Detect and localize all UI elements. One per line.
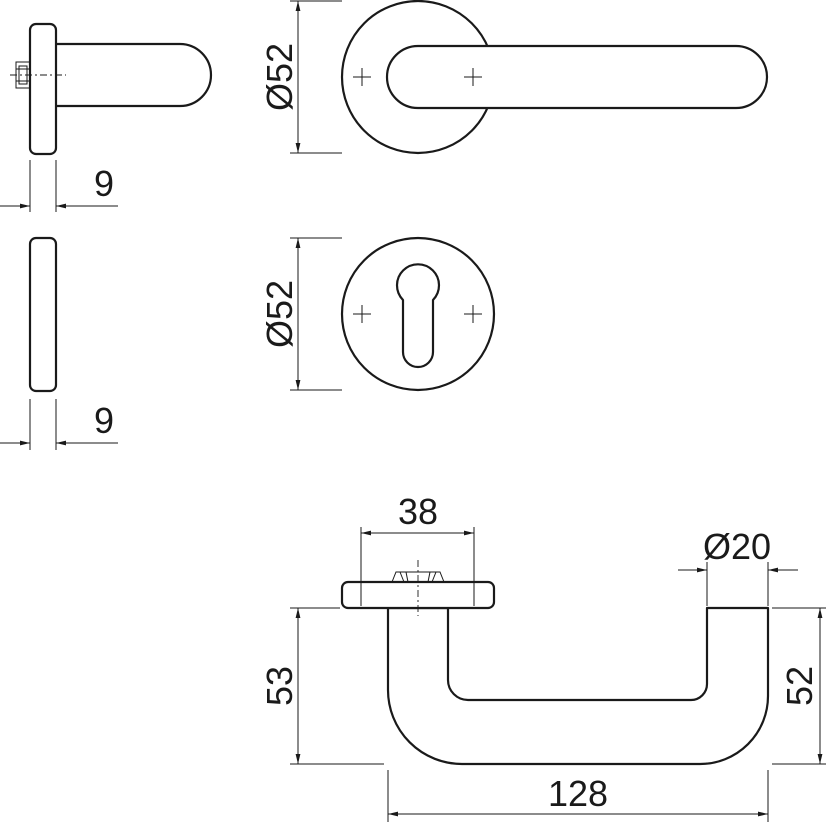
dim-side-rose-thickness: 9 bbox=[0, 160, 118, 212]
top-view-lever bbox=[340, 560, 770, 766]
dim-handle-height-label: 53 bbox=[259, 666, 300, 706]
dim-grip-diameter: Ø20 bbox=[678, 526, 798, 606]
dim-handle-length: 128 bbox=[387, 770, 769, 822]
front-view-escutcheon bbox=[340, 236, 496, 392]
dim-side-escutcheon-thickness: 9 bbox=[0, 399, 118, 450]
dim-side-escutcheon-thickness-label: 9 bbox=[94, 400, 114, 441]
cylinder-keyhole bbox=[395, 263, 441, 369]
dim-handle-leg-height-label: 52 bbox=[779, 666, 820, 706]
lever-u-body bbox=[386, 606, 770, 766]
dim-rose-diameter-label: Ø52 bbox=[259, 43, 300, 111]
front-escutcheon-screw-right bbox=[464, 305, 482, 323]
dim-grip-diameter-label: Ø20 bbox=[703, 526, 771, 567]
dim-rose-diameter: Ø52 bbox=[259, 0, 342, 154]
side-rose-plate bbox=[28, 22, 58, 156]
dim-rose-spacing: 38 bbox=[360, 491, 475, 606]
dim-side-rose-thickness-label: 9 bbox=[94, 163, 114, 204]
front-escutcheon-screw-left bbox=[353, 305, 371, 323]
side-escutcheon-plate bbox=[28, 236, 58, 393]
side-view-escutcheon bbox=[28, 236, 58, 393]
dim-handle-length-label: 128 bbox=[548, 773, 608, 814]
side-view-rose-lever bbox=[10, 22, 213, 156]
front-view-rose-lever bbox=[340, 0, 769, 155]
dim-handle-height: 53 bbox=[259, 607, 384, 765]
side-lever-grip bbox=[56, 42, 213, 108]
dim-rose-spacing-label: 38 bbox=[398, 491, 438, 532]
dim-escutcheon-diameter-label: Ø52 bbox=[259, 280, 300, 348]
front-rose-screw-left bbox=[353, 68, 371, 86]
dim-escutcheon-diameter: Ø52 bbox=[259, 237, 342, 391]
front-rose-screw-right bbox=[464, 68, 482, 86]
front-lever-grip bbox=[385, 44, 769, 110]
dim-handle-leg-height: 52 bbox=[772, 607, 826, 765]
